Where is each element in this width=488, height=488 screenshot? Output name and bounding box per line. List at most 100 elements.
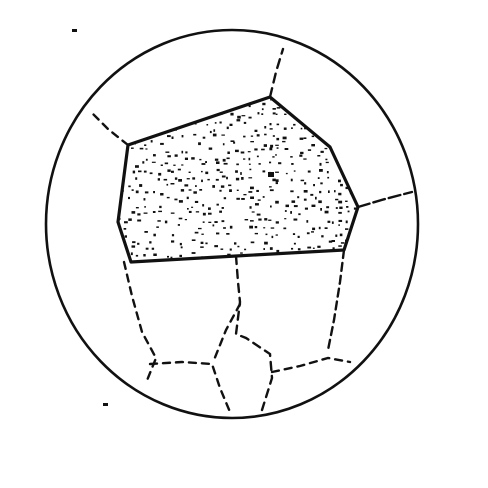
stipple-dot bbox=[187, 208, 189, 210]
boundary-right-lower bbox=[326, 248, 346, 352]
stipple-dot bbox=[123, 228, 127, 230]
stipple-dot bbox=[363, 249, 367, 251]
stipple-dot bbox=[318, 200, 322, 204]
stipple-dot bbox=[331, 221, 334, 224]
stipple-dot bbox=[135, 190, 139, 194]
stipple-dot bbox=[284, 98, 288, 101]
stipple-dot bbox=[284, 218, 287, 220]
stipple-dot bbox=[318, 226, 321, 230]
stipple-dot bbox=[184, 184, 189, 187]
stipple-dot bbox=[208, 207, 211, 210]
stipple-dot bbox=[114, 211, 117, 213]
stipple-dot bbox=[118, 100, 119, 102]
stipple-dot bbox=[171, 240, 175, 243]
stipple-dot bbox=[338, 219, 343, 222]
stipple-dot bbox=[300, 151, 304, 155]
stipple-dot bbox=[118, 189, 120, 193]
stipple-dot bbox=[269, 247, 273, 250]
stipple-dot bbox=[115, 247, 117, 249]
stipple-dot bbox=[272, 178, 276, 182]
stipple-dot bbox=[177, 224, 180, 226]
stipple-dot bbox=[173, 164, 176, 166]
stipple-dot bbox=[237, 259, 241, 262]
stipple-dot bbox=[324, 98, 328, 100]
stipple-dot bbox=[361, 233, 363, 236]
stipple-dot bbox=[269, 123, 272, 126]
stipple-dot bbox=[311, 231, 314, 233]
stipple-dot bbox=[185, 261, 189, 262]
stipple-dot bbox=[165, 151, 170, 153]
stipple-dot bbox=[356, 129, 358, 131]
stipple-dot bbox=[132, 170, 136, 174]
stipple-dot bbox=[187, 114, 191, 118]
stipple-dot bbox=[278, 162, 282, 165]
stipple-dot bbox=[315, 196, 317, 200]
stipple-dot bbox=[132, 241, 136, 244]
stipple-dot bbox=[248, 105, 251, 108]
stipple-dot bbox=[194, 123, 197, 125]
stipple-dot bbox=[122, 114, 126, 118]
stipple-dot bbox=[213, 129, 216, 132]
stipple-dot bbox=[282, 136, 287, 140]
stipple-dot bbox=[160, 127, 164, 131]
stipple-dot bbox=[194, 200, 199, 203]
stipple-dot bbox=[275, 144, 279, 146]
stipple-dot bbox=[307, 170, 311, 173]
stipple-dot bbox=[215, 178, 219, 181]
stipple-dot bbox=[157, 112, 161, 115]
stipple-dot bbox=[354, 260, 357, 262]
stipple-dot bbox=[205, 171, 209, 175]
stipple-dot bbox=[153, 191, 155, 194]
stipple-dot bbox=[221, 207, 224, 209]
stipple-dot bbox=[332, 106, 336, 108]
stipple-dot bbox=[170, 212, 175, 214]
stipple-dot bbox=[179, 242, 182, 246]
stipple-dot bbox=[171, 136, 174, 139]
stipple-dot bbox=[118, 170, 119, 173]
stipple-dot bbox=[235, 177, 240, 181]
stipple-dot bbox=[363, 194, 366, 196]
stipple-dot bbox=[354, 105, 358, 108]
stipple-dot bbox=[178, 179, 182, 182]
stipple-dot bbox=[145, 148, 148, 150]
stipple-dot bbox=[353, 207, 357, 210]
stipple-dot bbox=[164, 162, 169, 165]
stipple-dot bbox=[320, 253, 323, 256]
stipple-dot bbox=[349, 109, 352, 112]
stipple-dot bbox=[244, 248, 247, 251]
stipple-dot bbox=[251, 211, 255, 213]
stipple-dot bbox=[291, 163, 294, 165]
stipple-dot bbox=[339, 140, 343, 144]
stipple-dot bbox=[276, 147, 279, 149]
stipple-dot bbox=[199, 158, 202, 161]
stipple-dot bbox=[312, 247, 315, 249]
stipple-dot bbox=[249, 168, 252, 171]
stipple-dot bbox=[223, 162, 228, 165]
stipple-dot bbox=[247, 151, 251, 153]
stipple-dot bbox=[338, 224, 340, 226]
stipple-dot bbox=[179, 254, 182, 257]
stipple-dot bbox=[349, 142, 353, 145]
stipple-dot bbox=[327, 176, 330, 179]
stipple-dot bbox=[227, 151, 230, 154]
stipple-dot bbox=[227, 253, 231, 255]
stipple-dot bbox=[135, 108, 138, 110]
stipple-dot bbox=[201, 170, 203, 173]
stipple-dot bbox=[118, 108, 123, 111]
stipple-dot bbox=[214, 221, 218, 223]
stipple-dot bbox=[334, 190, 336, 193]
stipple-dot bbox=[237, 115, 241, 119]
stipple-dot bbox=[195, 185, 197, 187]
stipple-dot bbox=[173, 264, 176, 266]
stipple-dot bbox=[202, 204, 205, 207]
stipple-dot bbox=[205, 161, 207, 163]
stipple-dot bbox=[338, 120, 342, 123]
stipple-dot bbox=[131, 113, 135, 117]
stipple-dot bbox=[275, 154, 277, 156]
stipple-dot bbox=[142, 161, 145, 164]
stipple-dot bbox=[186, 178, 190, 180]
stipple-dot bbox=[208, 221, 212, 223]
stipple-dot bbox=[311, 135, 315, 138]
stipple-dot bbox=[345, 186, 350, 190]
stipple-dot bbox=[271, 235, 274, 239]
